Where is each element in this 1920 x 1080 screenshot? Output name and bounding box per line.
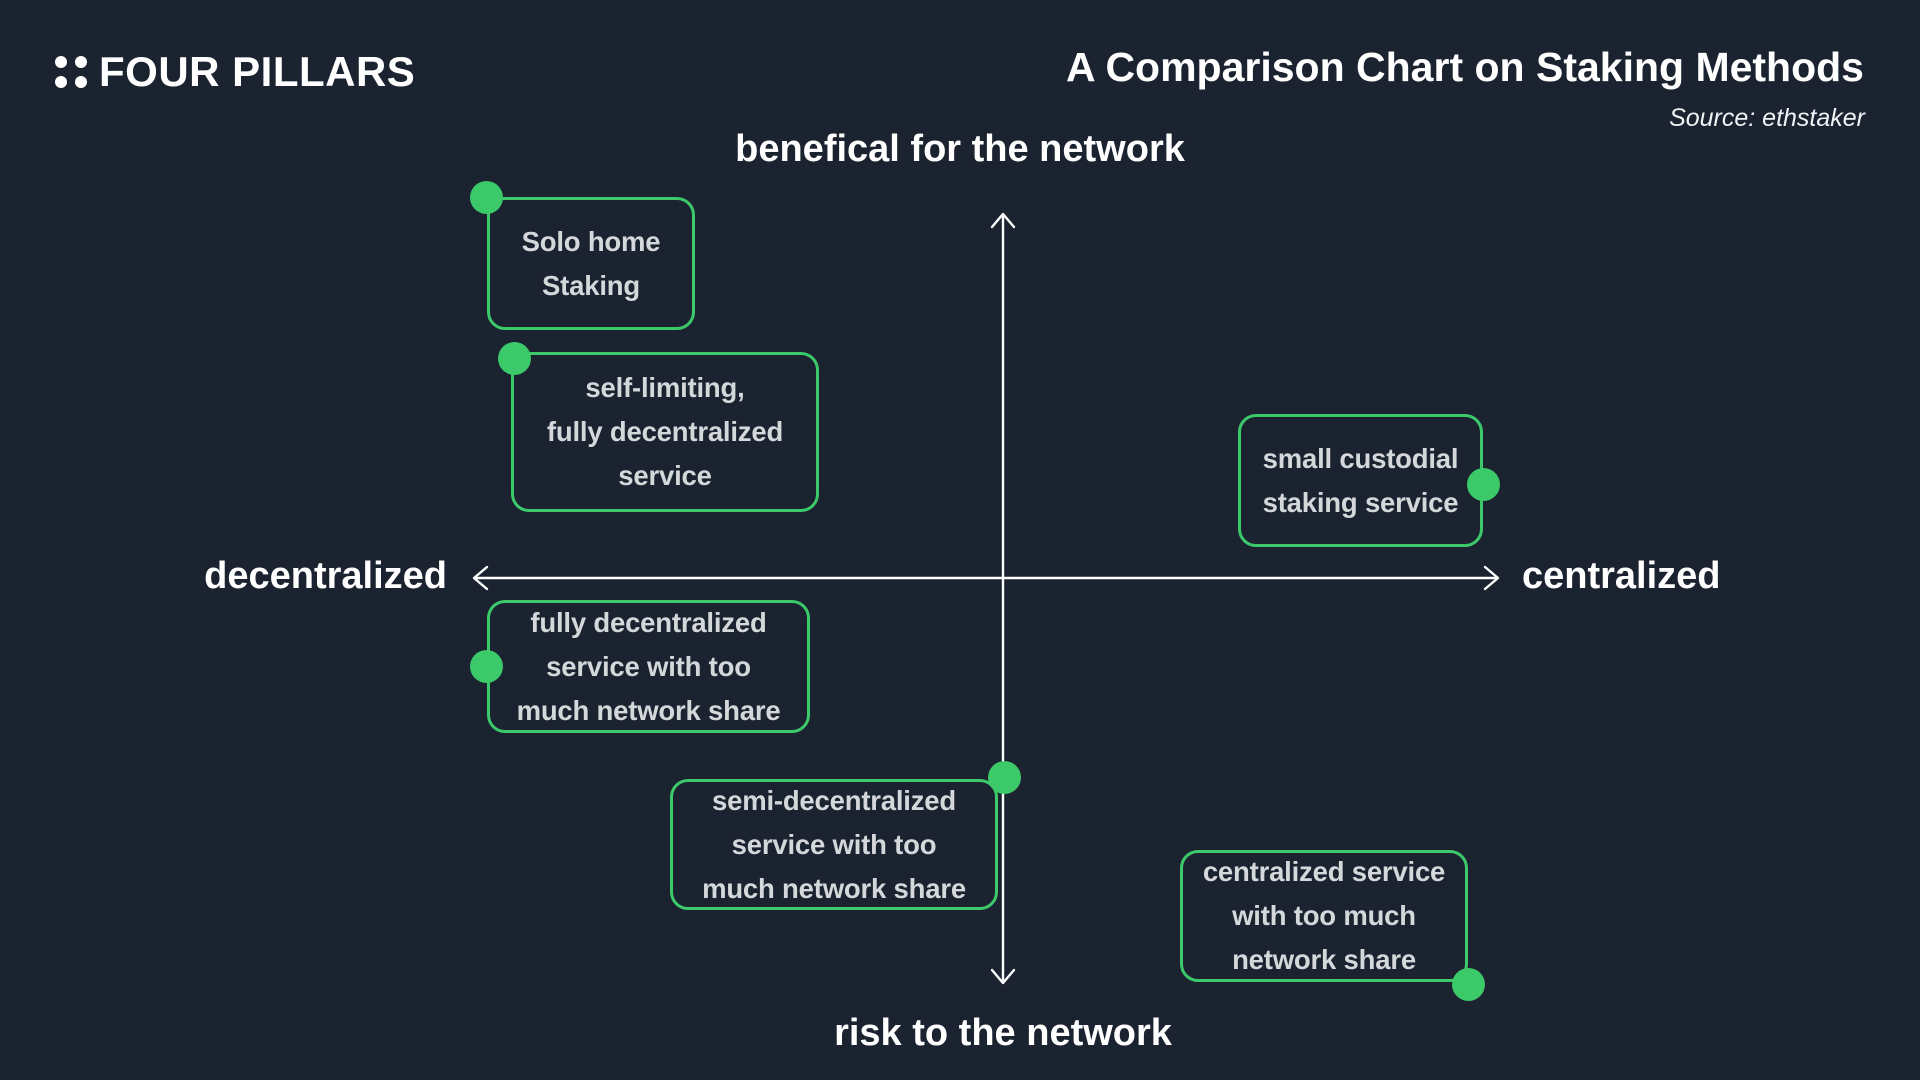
arrowhead-right-icon	[1483, 565, 1500, 591]
box-line: staking service	[1262, 486, 1459, 518]
box-self-limiting-service: self-limiting, fully decentralized servi…	[511, 352, 819, 512]
axis-label-risk: risk to the network	[834, 1012, 1172, 1054]
data-point-dot-centralized	[1452, 968, 1485, 1001]
axis-label-beneficial: benefical for the network	[735, 128, 1185, 170]
axis-label-centralized: centralized	[1522, 555, 1721, 597]
source-credit: Source: ethstaker	[1669, 104, 1865, 132]
data-point-dot-small-custodial	[1467, 468, 1500, 501]
box-small-custodial-service: small custodial staking service	[1238, 414, 1483, 547]
box-line: service with too	[731, 828, 937, 860]
box-solo-home-staking: Solo home Staking	[487, 197, 695, 330]
box-line: with too much	[1232, 900, 1416, 931]
data-point-dot-fully-decentralized	[470, 650, 503, 683]
arrowhead-left-icon	[472, 565, 489, 591]
arrowhead-down-icon	[990, 968, 1016, 985]
page-title: A Comparison Chart on Staking Methods	[1065, 44, 1864, 90]
box-line: much network share	[702, 872, 966, 904]
axis-label-decentralized: decentralized	[204, 555, 447, 597]
box-line: small custodial	[1262, 442, 1459, 474]
data-point-dot-self-limiting	[498, 342, 531, 375]
box-line: much network share	[516, 694, 781, 726]
box-line: self-limiting,	[585, 372, 745, 403]
box-line: Solo home	[521, 225, 661, 257]
four-dots-logo-icon	[55, 56, 87, 88]
box-semi-decentralized-too-much-share: semi-decentralized service with too much…	[670, 779, 998, 910]
box-line: semi-decentralized	[712, 784, 956, 816]
arrowhead-up-icon	[990, 212, 1016, 229]
box-line: service	[618, 460, 712, 491]
box-line: centralized service	[1202, 856, 1446, 887]
box-fully-decentralized-too-much-share: fully decentralized service with too muc…	[487, 600, 810, 733]
four-pillars-logo: FOUR PILLARS	[55, 48, 415, 96]
box-line: fully decentralized	[530, 606, 767, 638]
data-point-dot-solo-home	[470, 181, 503, 214]
box-line: network share	[1232, 944, 1416, 975]
box-line: service with too	[546, 650, 751, 682]
brand-name: FOUR PILLARS	[99, 48, 416, 95]
box-line: Staking	[542, 269, 640, 301]
box-line: fully decentralized	[546, 416, 784, 447]
data-point-dot-semi-decentralized	[988, 761, 1021, 794]
box-centralized-service-too-much-share: centralized service with too much networ…	[1180, 850, 1468, 982]
